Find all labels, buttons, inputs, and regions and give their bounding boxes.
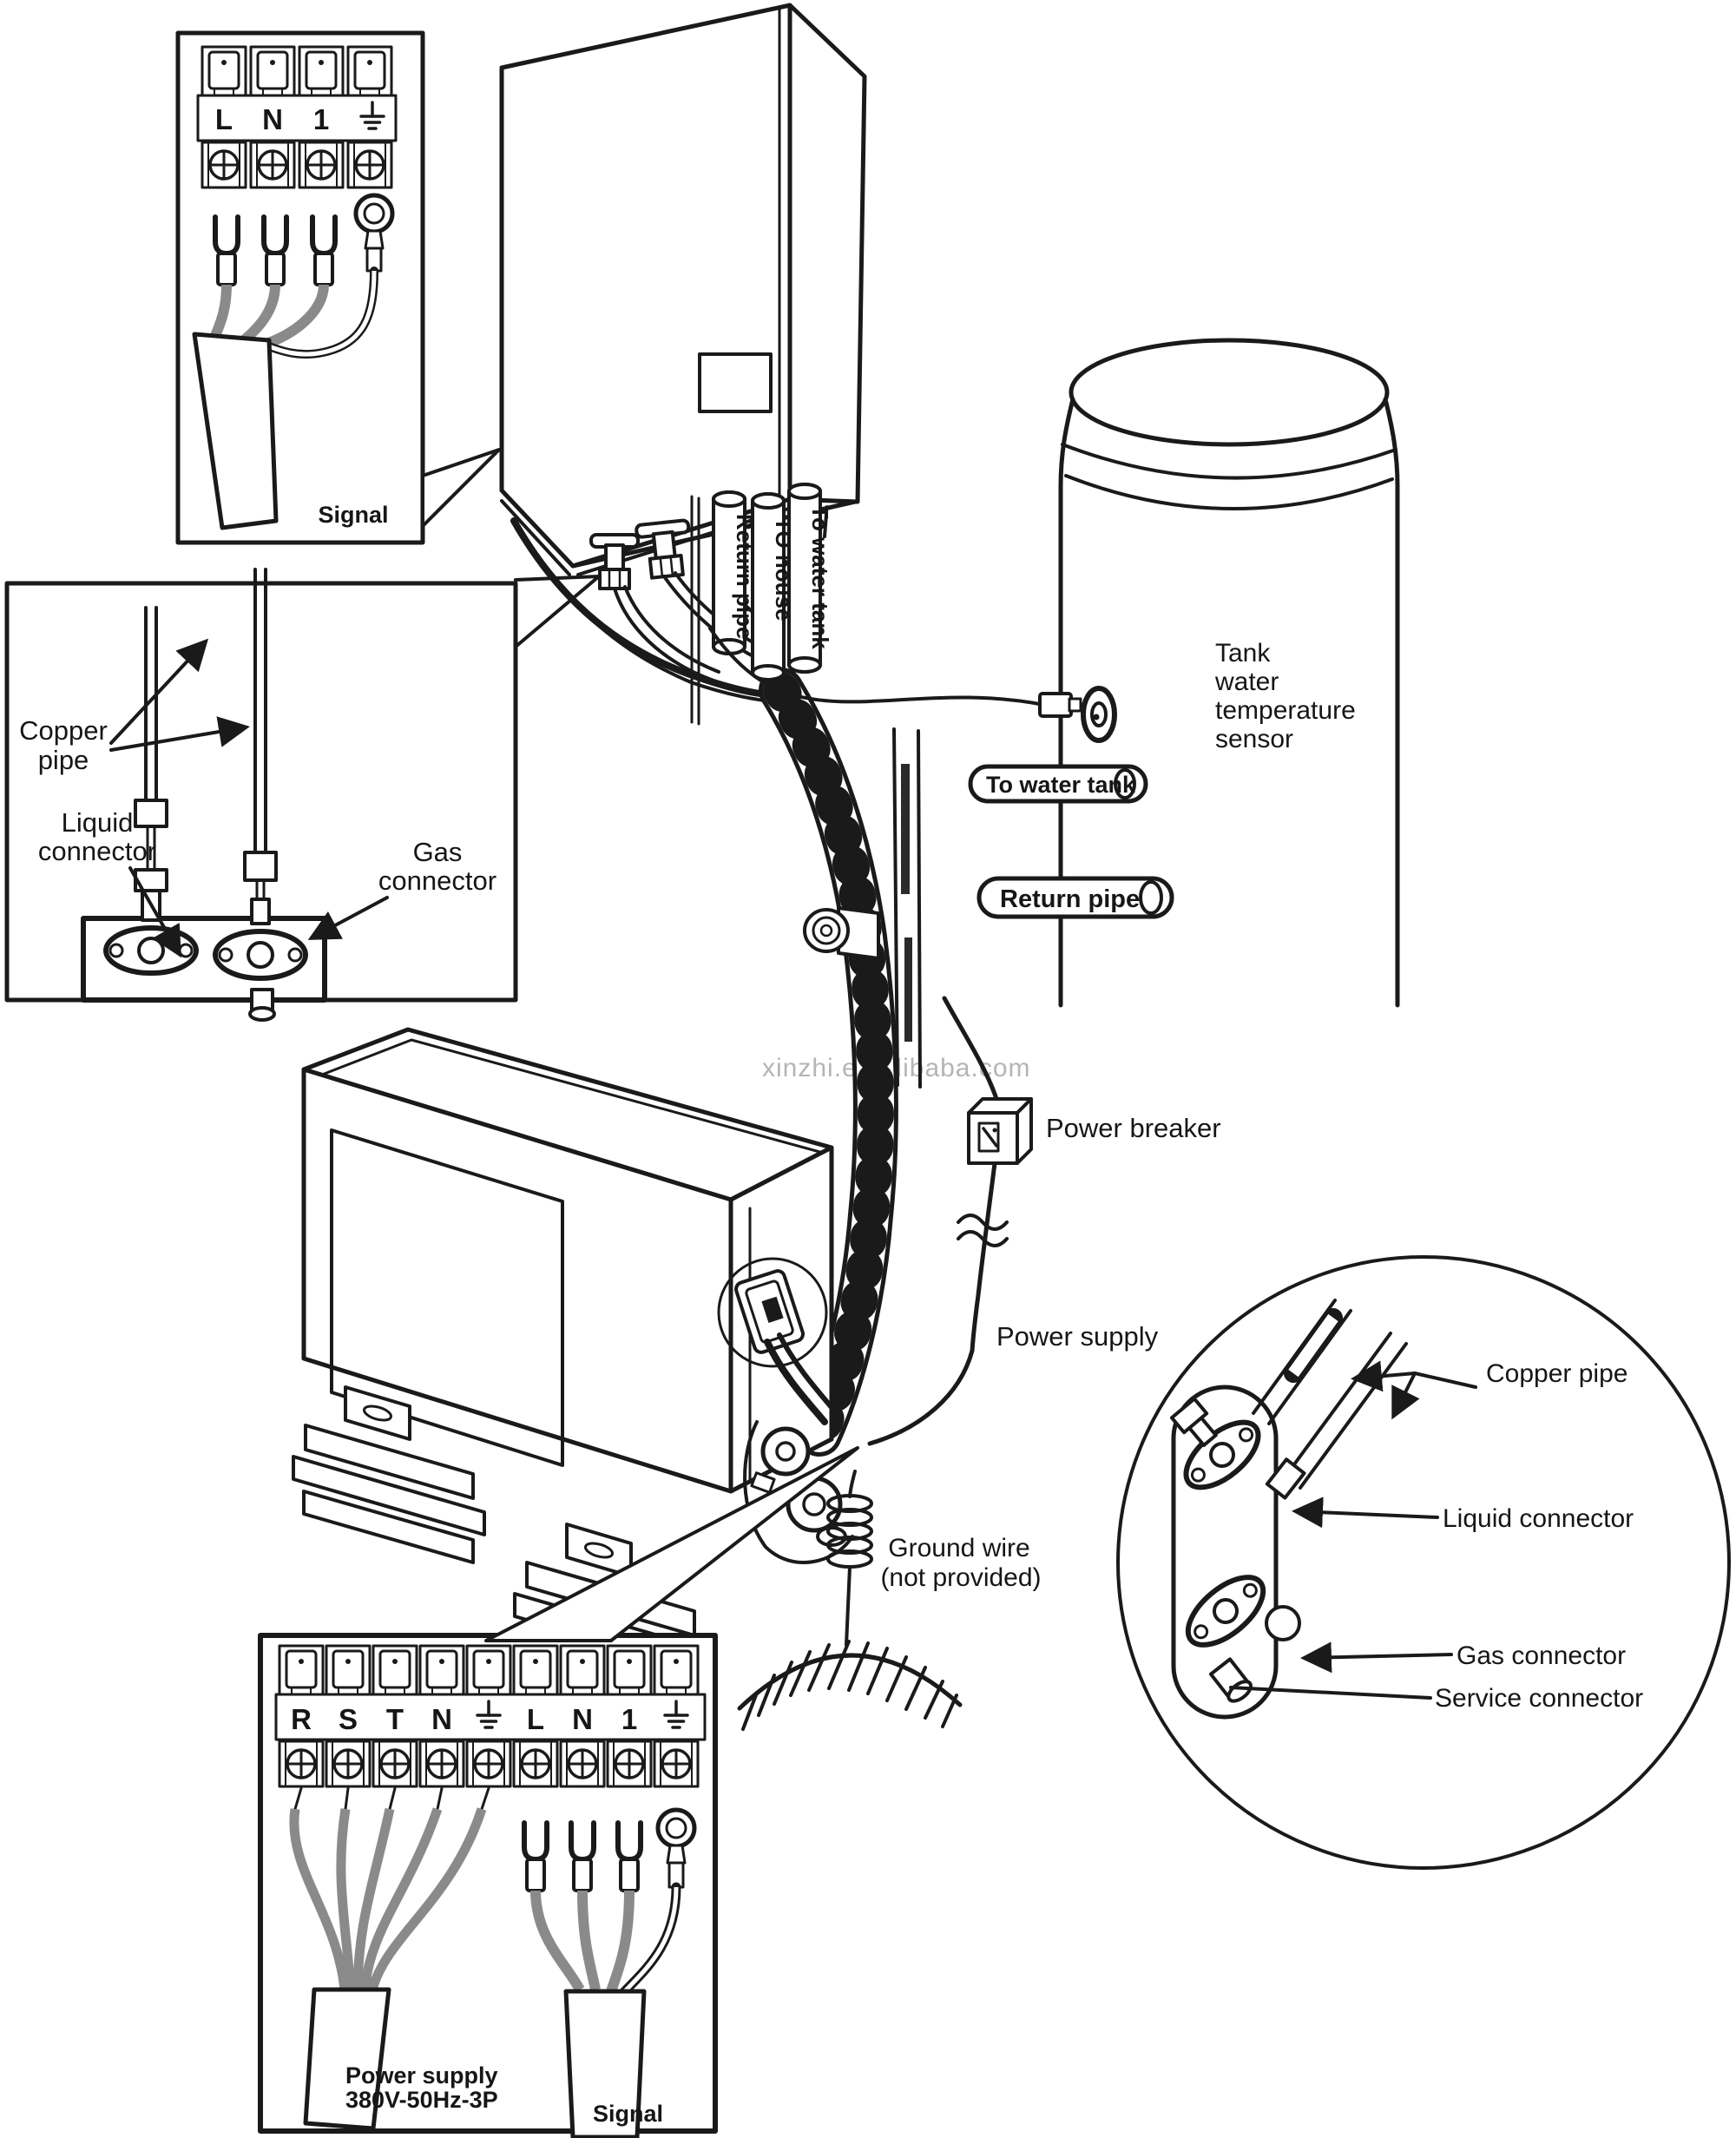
svg-text:N: N (431, 1703, 452, 1735)
unit-grille (330, 1128, 564, 1467)
gas-connector-cap (1265, 1605, 1301, 1641)
signal-label: Signal (318, 502, 388, 528)
sensor-plug (1038, 692, 1073, 718)
svg-text:1: 1 (621, 1703, 637, 1735)
unit-nameplate (698, 352, 773, 413)
signal-cable-label: Signal (593, 2101, 663, 2127)
power-cable-jacket (303, 1987, 391, 2131)
svg-text:T: T (386, 1703, 404, 1735)
svg-text:N: N (572, 1703, 593, 1735)
ground-wire: Ground wire (not provided) (737, 1470, 1042, 1731)
pipe-label-watertank: To water tank (787, 483, 833, 674)
tank-sensor-label: Tank water temperature sensor (1214, 639, 1356, 753)
power-terminal-panel: R S T N L N 1 (258, 1446, 859, 2138)
insulated-pipe (892, 727, 922, 1089)
terminal-highlight-circle (717, 1257, 828, 1368)
detail-liquid-label: Liquid connector (1443, 1504, 1634, 1533)
svg-text:S: S (339, 1703, 358, 1735)
signal-cable-jacket (563, 1989, 647, 2138)
earth-hatching (741, 1640, 958, 1731)
water-tank (1058, 338, 1400, 1008)
power-supply-label: Power supply (996, 1321, 1159, 1352)
copper-pipe-label: Copper (19, 715, 108, 746)
gas-valve-detail (213, 898, 308, 1022)
svg-text:L: L (527, 1703, 544, 1735)
connector-detail-circle: Copper pipe Liquid connector Gas connect… (1116, 1255, 1731, 1870)
svg-text:pipe: pipe (38, 745, 89, 775)
ground-wire-label: Ground wire (888, 1534, 1029, 1562)
svg-text:R: R (291, 1703, 312, 1735)
unit-wiring (764, 1339, 828, 1425)
unit-foot-left (292, 1385, 486, 1564)
liquid-valve (1169, 1397, 1261, 1490)
unit-terminal-box (734, 1269, 806, 1354)
signal-terminal-panel: L N 1 Signal (175, 30, 501, 545)
svg-text:connector: connector (38, 836, 156, 866)
power-cable-wires (289, 1786, 490, 2131)
pipe-label-house: TO house (751, 492, 797, 681)
svg-text:To water tank: To water tank (986, 772, 1136, 798)
to-water-tank-vertical-label: To water tank (807, 505, 833, 649)
svg-text:water: water (1214, 668, 1279, 696)
corrugated-hose (759, 668, 898, 1457)
ring-terminal (655, 1807, 697, 1849)
signal-cable-wires (524, 1807, 697, 2138)
capsule-to-water-tank: To water tank (968, 764, 1148, 804)
callout-wedge-signal (421, 448, 501, 528)
power-line (867, 996, 1009, 1446)
earth-mound (737, 1653, 963, 1711)
gas-connector-label: Gas (413, 837, 463, 867)
svg-text:380V-50Hz-3P: 380V-50Hz-3P (345, 2087, 498, 2113)
ring-terminal (353, 193, 395, 234)
detail-gas-label: Gas connector (1457, 1641, 1626, 1670)
svg-text:L: L (215, 103, 233, 135)
signal-cable-jacket (192, 332, 279, 530)
connector-detail-box: Copper pipe Liquid connector Gas connect… (4, 568, 601, 1022)
svg-text:N: N (262, 103, 283, 135)
sensor-grommet (1081, 686, 1117, 743)
detail-copper-pipe-label: Copper pipe (1486, 1359, 1628, 1388)
svg-text:connector: connector (378, 865, 496, 896)
svg-text:Return pipe: Return pipe (1000, 885, 1140, 913)
line-break-symbol (957, 1214, 1009, 1231)
tape-roll (803, 906, 880, 960)
callout-wedge-power (484, 1446, 859, 1642)
gas-valve (1185, 1575, 1266, 1648)
svg-text:(not provided): (not provided) (880, 1563, 1041, 1592)
flare-fitting-liquid (589, 533, 640, 590)
power-supply-spec-label: Power supply (345, 2062, 498, 2089)
svg-text:sensor: sensor (1215, 725, 1293, 753)
capsule-return-pipe: Return pipe (976, 876, 1174, 919)
gas-pipe-nut (1265, 1457, 1306, 1500)
liquid-connector-label: Liquid (62, 807, 134, 838)
svg-text:temperature: temperature (1215, 696, 1356, 725)
power-breaker-icon (967, 1097, 1033, 1165)
tank-sensor (708, 627, 1117, 743)
detail-service-label: Service connector (1435, 1684, 1643, 1713)
svg-text:1: 1 (313, 103, 329, 135)
svg-text:Tank: Tank (1215, 639, 1271, 668)
power-breaker-label: Power breaker (1046, 1113, 1221, 1143)
